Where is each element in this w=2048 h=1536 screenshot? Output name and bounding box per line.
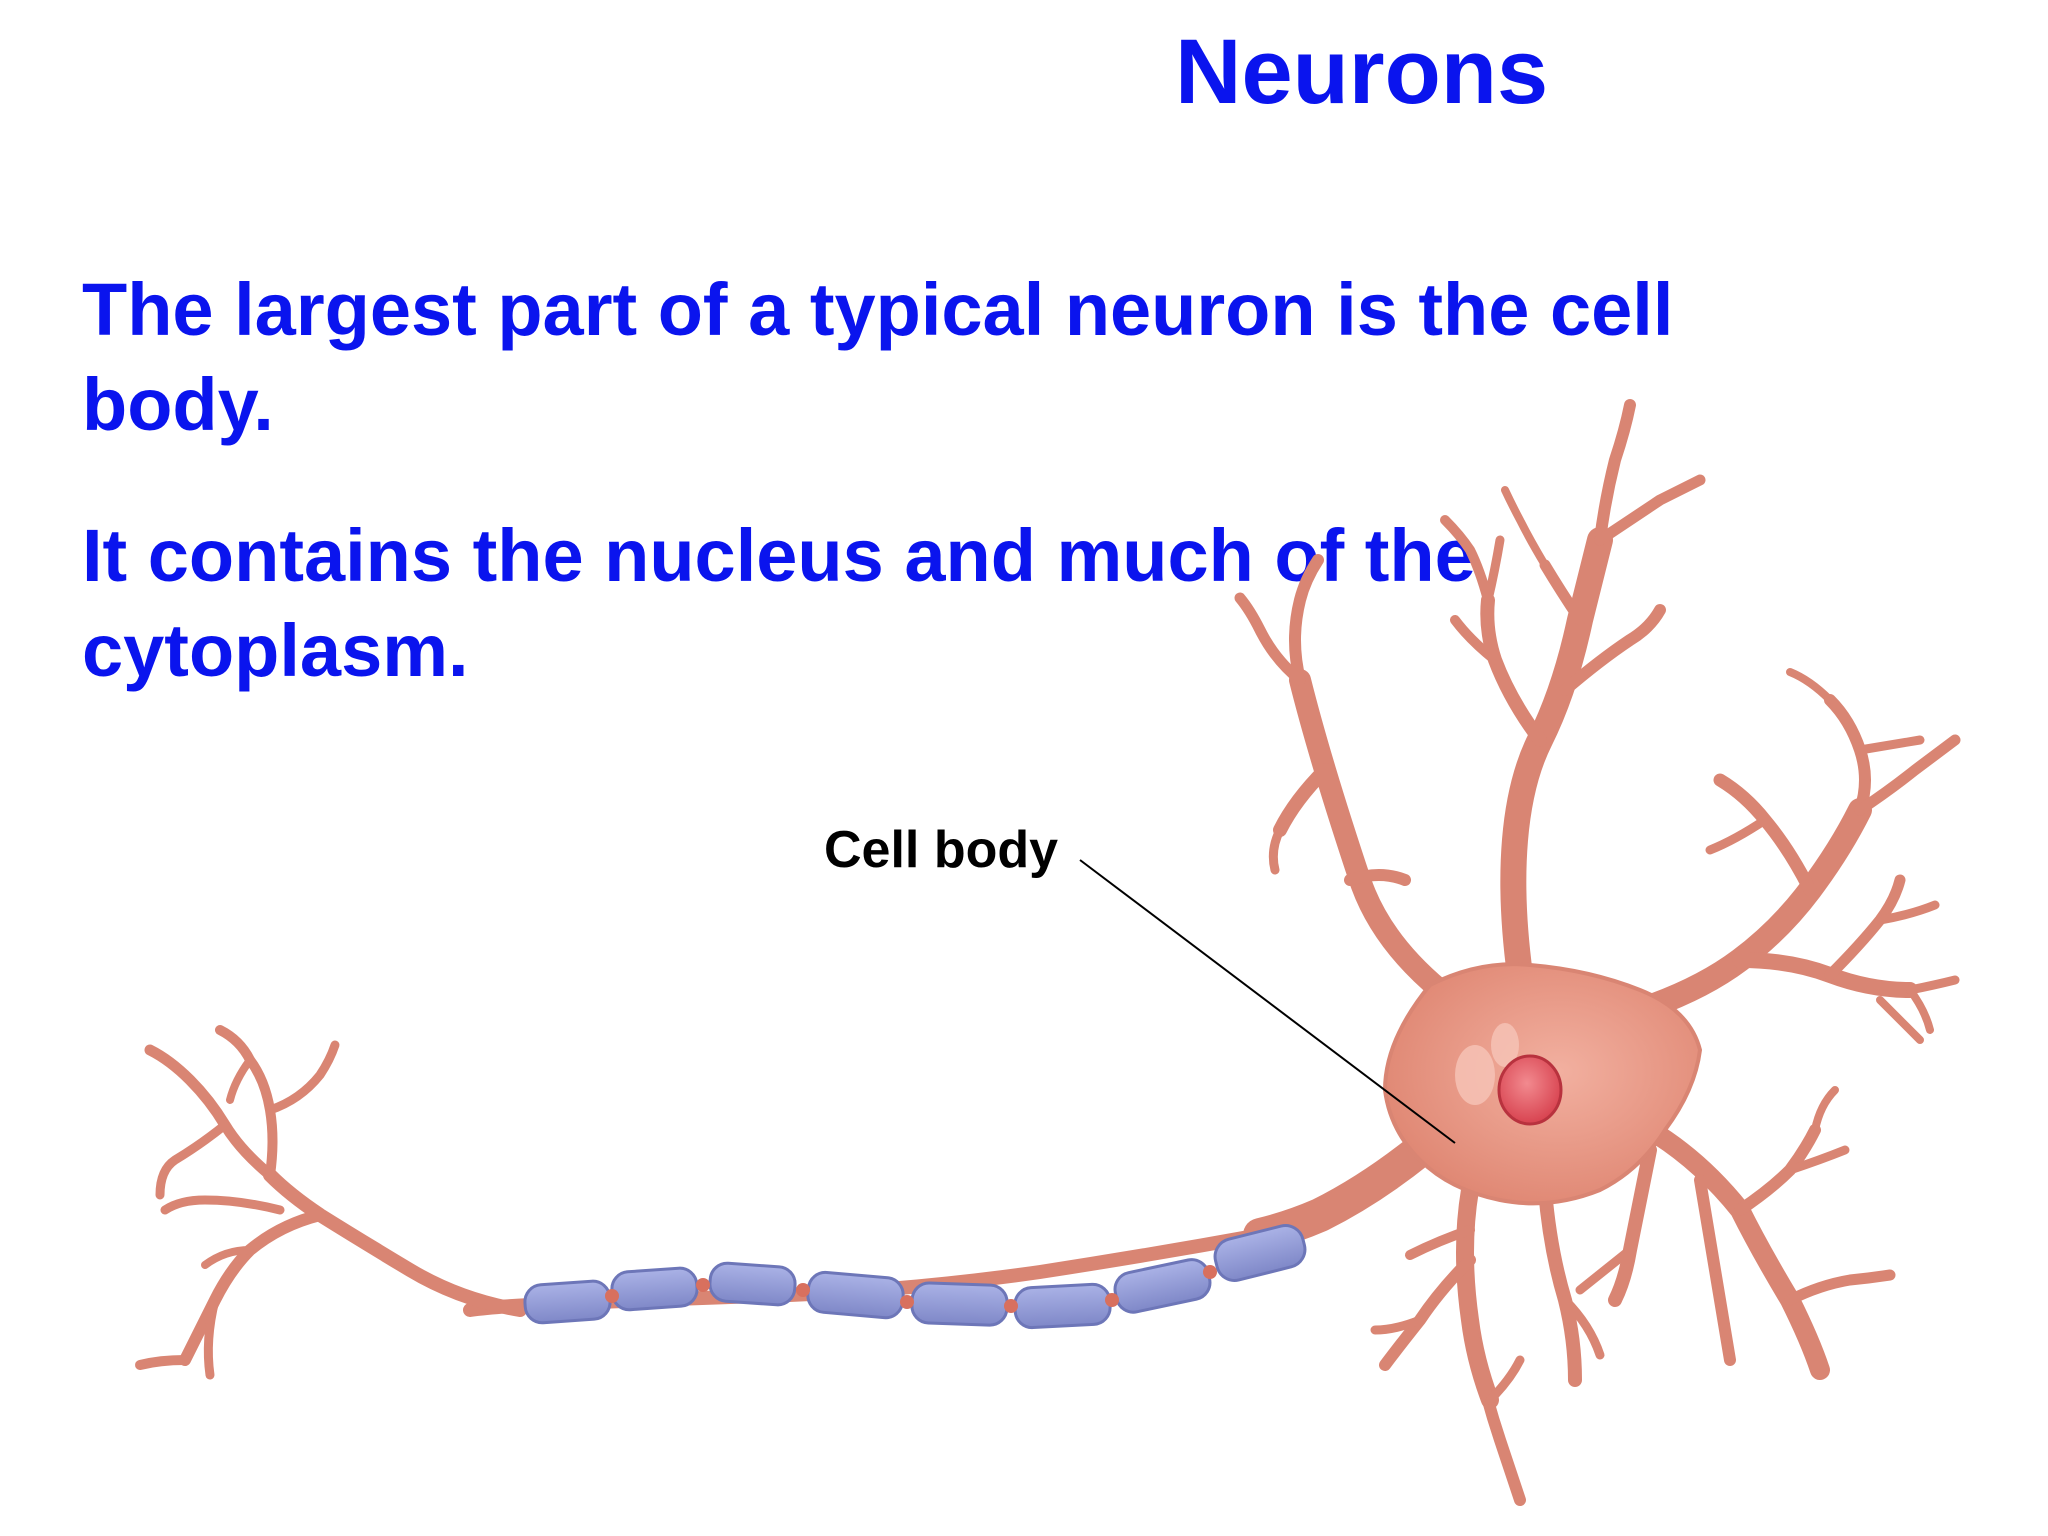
paragraph-line: body.	[82, 363, 274, 446]
myelin-segment	[1113, 1258, 1212, 1314]
node-of-ranvier	[1203, 1265, 1217, 1279]
paragraph-cell-body: The largest part of a typical neuron is …	[82, 262, 1932, 452]
paragraph-nucleus: It contains the nucleus and much of the …	[82, 508, 1932, 698]
myelin-segment	[1013, 1282, 1112, 1330]
nodes-of-ranvier	[605, 1265, 1217, 1313]
myelin-segment	[708, 1261, 797, 1307]
organelle-highlight	[1491, 1023, 1519, 1067]
myelin-segment	[610, 1266, 699, 1312]
node-of-ranvier	[1105, 1293, 1119, 1307]
node-of-ranvier	[900, 1295, 914, 1309]
node-of-ranvier	[605, 1289, 619, 1303]
cell-body-label: Cell body	[824, 821, 1059, 879]
nucleus	[1497, 1054, 1563, 1126]
dendrites	[1234, 399, 1961, 1506]
myelin-segment	[1213, 1224, 1307, 1282]
node-of-ranvier	[696, 1278, 710, 1292]
paragraph-line: It contains the nucleus and much of the	[82, 514, 1476, 597]
paragraph-line: The largest part of a typical neuron is …	[82, 268, 1674, 351]
organelle-highlight	[1455, 1045, 1495, 1105]
paragraph-line: cytoplasm.	[82, 609, 469, 692]
myelin-sheath	[523, 1224, 1307, 1330]
node-of-ranvier	[796, 1283, 810, 1297]
myelin-segment	[523, 1279, 612, 1325]
myelin-segment	[806, 1270, 905, 1320]
myelin-segment	[910, 1281, 1009, 1327]
slide-title: Neurons	[1175, 21, 1549, 123]
node-of-ranvier	[1004, 1299, 1018, 1313]
cell-body-leader-line	[1079, 859, 1456, 1144]
axon-terminal	[135, 1025, 527, 1380]
